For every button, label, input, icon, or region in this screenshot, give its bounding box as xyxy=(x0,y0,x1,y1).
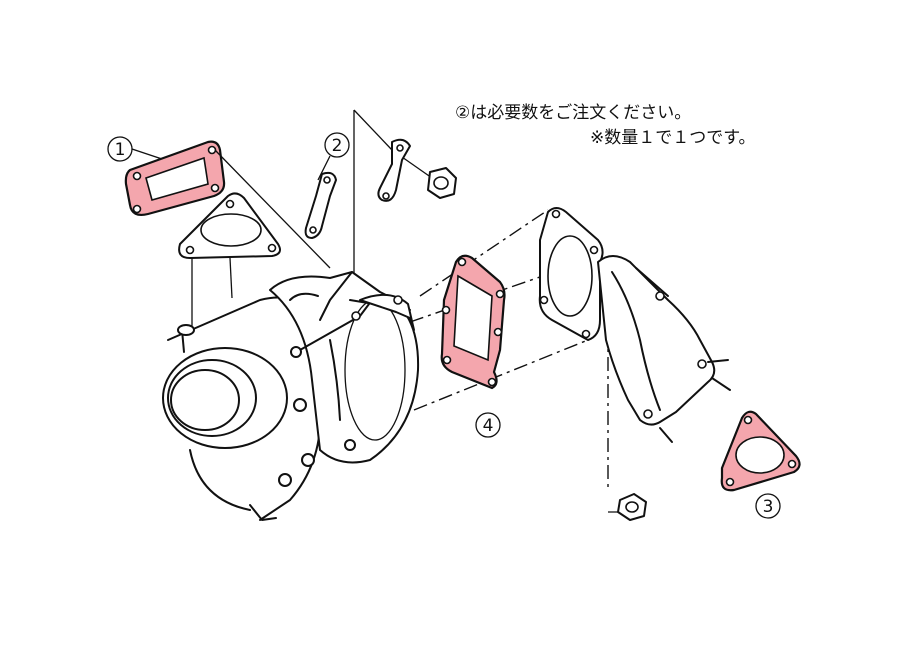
gasket-1-flange xyxy=(124,140,226,217)
inlet-triangle-gasket xyxy=(178,192,281,259)
gasket-4-turbine-outlet xyxy=(440,254,506,390)
gasket-3-triangle xyxy=(720,410,801,492)
callout-1-leader xyxy=(131,148,166,161)
callout-4: 4 xyxy=(475,412,501,438)
nut-bottom xyxy=(617,493,647,521)
turbocharger-body xyxy=(162,271,420,521)
callout-1: 1 xyxy=(107,136,133,162)
outlet-gasket-white xyxy=(538,207,604,341)
callout-1-label: 1 xyxy=(115,140,126,160)
callout-3-label: 3 xyxy=(763,497,774,517)
gasket-1-leader xyxy=(214,149,331,269)
oil-line-bracket-left xyxy=(304,171,337,239)
callout-3: 3 xyxy=(755,493,781,519)
callout-4-label: 4 xyxy=(483,416,494,436)
callout-2-label: 2 xyxy=(332,136,343,156)
exhaust-elbow xyxy=(597,255,731,443)
oil-line-bracket-right xyxy=(377,138,411,202)
note-line-1: ②は必要数をご注文ください。 xyxy=(455,103,692,123)
nut-top xyxy=(427,167,457,199)
note-line-2: ※数量１で１つです。 xyxy=(590,128,756,148)
callout-2: 2 xyxy=(324,132,350,158)
